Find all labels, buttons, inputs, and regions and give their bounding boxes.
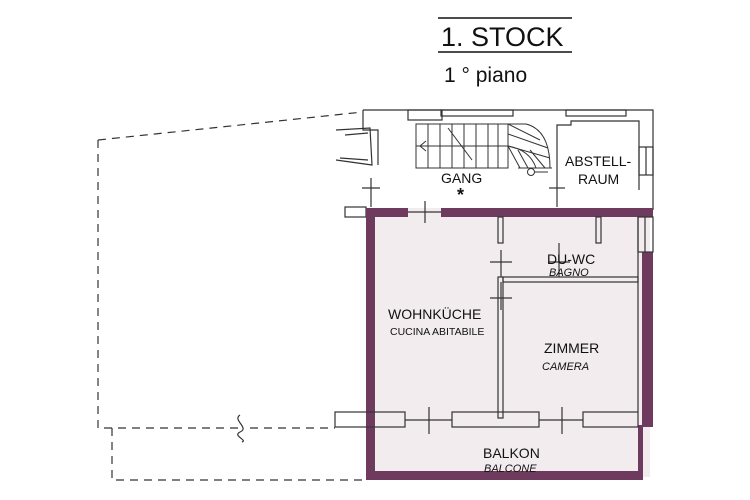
upper-walls bbox=[335, 109, 654, 218]
room-label-zimmer: ZIMMER bbox=[544, 340, 599, 356]
room-label-gang: GANG bbox=[441, 170, 482, 186]
room-label-duwc: DU-WC bbox=[547, 251, 595, 267]
dashed-outline bbox=[97, 111, 365, 481]
gang-asterisk: * bbox=[457, 185, 464, 205]
room-sublabel-balcone: BALCONE bbox=[484, 463, 537, 475]
upper-door-marks bbox=[362, 178, 565, 207]
room-label-balkon: BALKON bbox=[483, 445, 540, 461]
apartment-walls bbox=[366, 208, 653, 480]
room-sublabel-bagno: BAGNO bbox=[549, 267, 589, 279]
door-marks bbox=[405, 201, 583, 434]
room-label-wohnkueche: WOHNKÜCHE bbox=[388, 305, 481, 322]
room-label-abstellraum-1: ABSTELL- bbox=[565, 153, 631, 169]
break-symbol bbox=[237, 414, 244, 443]
staircase bbox=[415, 123, 552, 176]
plan-title: 1. STOCK bbox=[441, 22, 564, 52]
room-sublabel-cucina: CUCINA ABITABILE bbox=[390, 326, 484, 338]
room-sublabel-camera: CAMERA bbox=[542, 361, 589, 373]
apartment-floor bbox=[366, 208, 650, 477]
room-label-abstellraum-2: RAUM bbox=[578, 171, 619, 187]
plan-subtitle: 1 ° piano bbox=[444, 64, 527, 87]
